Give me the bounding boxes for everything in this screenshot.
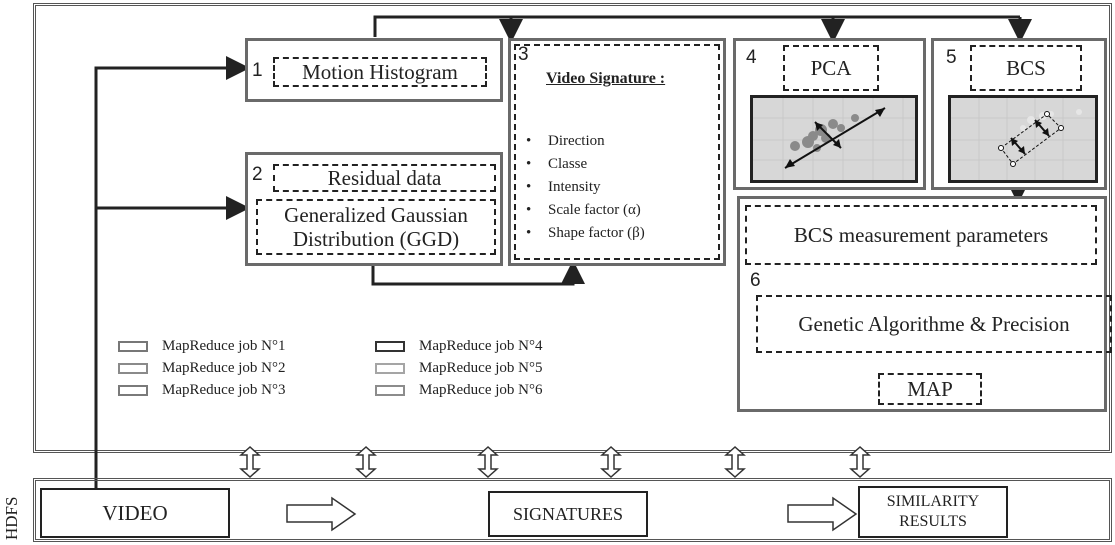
bcs-parameters-label: BCS measurement parameters	[745, 205, 1097, 265]
legend-label: MapReduce job N°4	[419, 337, 543, 354]
step-1-box: 1 Motion Histogram	[245, 38, 503, 102]
mapreduce-frame	[33, 3, 1112, 453]
step-2-number: 2	[252, 164, 263, 185]
legend-swatch	[375, 362, 405, 374]
legend-label: MapReduce job N°2	[162, 359, 286, 376]
step-4-box: 4 PCA	[733, 38, 926, 190]
legend-column-2: MapReduce job N°4 MapReduce job N°5 MapR…	[375, 335, 542, 401]
legend-swatch	[375, 340, 405, 352]
hdfs-label: HDFS	[2, 496, 21, 540]
pca-plot-graphic	[753, 98, 915, 180]
bcs-scatter-plot	[948, 95, 1098, 183]
legend-column-1: MapReduce job N°1 MapReduce job N°2 MapR…	[118, 335, 285, 401]
legend-item: MapReduce job N°6	[375, 379, 542, 401]
legend-label: MapReduce job N°5	[419, 359, 543, 376]
legend-item: MapReduce job N°4	[375, 335, 542, 357]
signature-item: Direction	[526, 130, 645, 153]
step-4-number: 4	[746, 47, 757, 68]
legend-label: MapReduce job N°1	[162, 337, 286, 354]
legend-item: MapReduce job N°2	[118, 357, 285, 379]
genetic-algorithm-label: Genetic Algorithme & Precision	[756, 295, 1112, 353]
video-signature-panel: 3 Video Signature : Direction Classe Int…	[514, 44, 720, 260]
legend-item: MapReduce job N°5	[375, 357, 542, 379]
ggd-label: Generalized Gaussian Distribution (GGD)	[256, 199, 496, 255]
step-5-number: 5	[946, 47, 957, 68]
similarity-results-box: SIMILARITY RESULTS	[858, 486, 1008, 538]
step-5-box: 5 BCS	[931, 38, 1107, 190]
signature-item: Classe	[526, 153, 645, 176]
step-3-number: 3	[518, 44, 529, 65]
signature-item: Scale factor (α)	[526, 199, 645, 222]
bcs-plot-graphic	[951, 98, 1095, 180]
pca-label: PCA	[783, 45, 879, 91]
residual-data-label: Residual data	[273, 164, 496, 192]
legend-swatch	[375, 384, 405, 396]
map-label: MAP	[878, 373, 982, 405]
legend-swatch	[118, 362, 148, 374]
bcs-label: BCS	[970, 45, 1082, 91]
legend-swatch	[118, 384, 148, 396]
video-box: VIDEO	[40, 488, 230, 538]
legend-label: MapReduce job N°3	[162, 381, 286, 398]
signature-items: Direction Classe Intensity Scale factor …	[526, 130, 645, 245]
signature-item: Intensity	[526, 176, 645, 199]
legend-item: MapReduce job N°1	[118, 335, 285, 357]
legend-swatch	[118, 340, 148, 352]
legend-item: MapReduce job N°3	[118, 379, 285, 401]
hdfs-strip	[33, 478, 1112, 542]
legend-label: MapReduce job N°6	[419, 381, 543, 398]
signature-item: Shape factor (β)	[526, 222, 645, 245]
step-6-box: BCS measurement parameters 6 Genetic Alg…	[737, 196, 1112, 412]
motion-histogram-label: Motion Histogram	[273, 57, 487, 87]
step-1-number: 1	[252, 60, 263, 81]
step-2-box: 2 Residual data Generalized Gaussian Dis…	[245, 152, 503, 266]
video-signature-title: Video Signature :	[546, 70, 666, 87]
step-3-box: 3 Video Signature : Direction Classe Int…	[508, 38, 726, 266]
step-6-number: 6	[750, 270, 761, 291]
signatures-box: SIGNATURES	[488, 491, 648, 537]
pca-scatter-plot	[750, 95, 918, 183]
